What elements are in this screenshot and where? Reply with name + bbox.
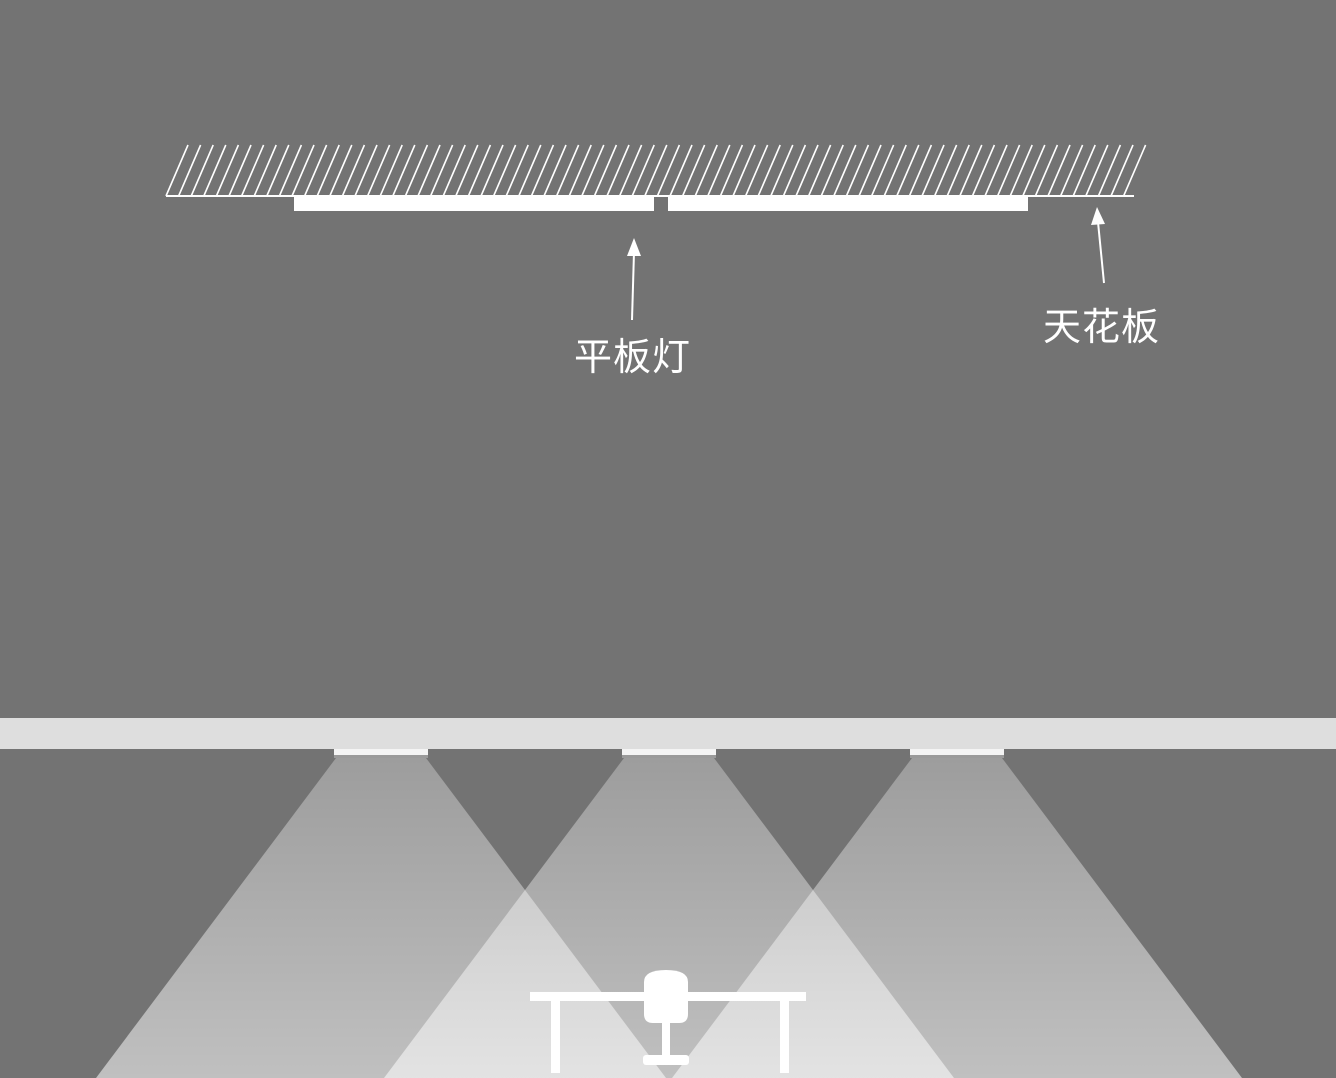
hatch-line: [984, 144, 1008, 197]
hatch-line: [215, 144, 240, 197]
hatch-line: [303, 144, 328, 197]
desk-leg-right: [780, 1001, 789, 1073]
light-beam-3: [672, 758, 1242, 1078]
hatch-line: [341, 144, 366, 197]
hatch-line: [518, 144, 542, 197]
hatch-line: [593, 144, 618, 197]
hatch-line: [291, 144, 315, 197]
hatch-line: [1047, 144, 1071, 197]
hatch-line: [1059, 144, 1084, 197]
chair-back: [644, 970, 688, 1023]
hatch-line: [1034, 144, 1059, 197]
hatch-line: [1022, 144, 1046, 197]
hatch-line: [669, 144, 693, 197]
hatch-line: [1110, 144, 1134, 197]
hatch-line: [1009, 144, 1033, 197]
hatch-line: [833, 144, 857, 197]
hatch-line: [1122, 144, 1147, 197]
hatch-line: [782, 144, 807, 197]
hatch-line: [329, 144, 353, 197]
hatch-line: [530, 144, 555, 197]
light-beams: [96, 758, 1242, 1078]
hatch-line: [971, 144, 996, 197]
ceiling-hatch: [165, 144, 1147, 197]
downlight-3: [910, 749, 1004, 758]
hatch-line: [505, 144, 529, 197]
hatch-line: [946, 144, 970, 197]
hatch-line: [266, 144, 290, 197]
panel-light-label: 平板灯: [574, 335, 692, 379]
hatch-line: [795, 144, 819, 197]
hatch-line: [757, 144, 781, 197]
hatch-line: [581, 144, 605, 197]
hatch-line: [908, 144, 933, 197]
hatch-line: [807, 144, 832, 197]
hatch-line: [190, 144, 214, 197]
downlight-2: [622, 749, 716, 758]
hatch-line: [555, 144, 580, 197]
hatch-line: [467, 144, 492, 197]
hatch-line: [366, 144, 391, 197]
ceiling-label: 天花板: [1043, 305, 1161, 349]
panel-light-right: [668, 197, 1028, 211]
hatch-line: [694, 144, 718, 197]
hatch-line: [429, 144, 454, 197]
hatch-line: [568, 144, 592, 197]
ceiling-slab: [0, 718, 1336, 749]
hatch-line: [177, 144, 202, 197]
hatch-line: [278, 144, 303, 197]
hatch-line: [442, 144, 466, 197]
hatch-line: [707, 144, 731, 197]
hatch-line: [681, 144, 706, 197]
hatch-line: [732, 144, 756, 197]
desk-and-chair: [530, 970, 806, 1073]
hatch-line: [480, 144, 504, 197]
hatch-line: [656, 144, 681, 197]
chair-seat: [643, 1055, 689, 1065]
hatch-line: [392, 144, 416, 197]
hatch-line: [455, 144, 479, 197]
desk-leg-left: [551, 1001, 560, 1073]
ceiling-arrow: [1091, 207, 1105, 284]
hatch-line: [379, 144, 403, 197]
hatch-line: [417, 144, 441, 197]
hatch-line: [870, 144, 895, 197]
hatch-line: [858, 144, 882, 197]
hatch-line: [354, 144, 378, 197]
hatch-line: [896, 144, 920, 197]
downlight-1: [334, 749, 428, 758]
hatch-line: [644, 144, 668, 197]
panel-light-arrow: [627, 238, 641, 321]
hatch-line: [404, 144, 429, 197]
hatch-line: [820, 144, 844, 197]
hatch-line: [744, 144, 769, 197]
hatch-line: [1097, 144, 1122, 197]
chair-stem: [662, 1023, 670, 1057]
hatch-line: [1085, 144, 1109, 197]
hatch-line: [921, 144, 945, 197]
hatch-line: [996, 144, 1021, 197]
hatch-line: [543, 144, 567, 197]
hatch-line: [1072, 144, 1096, 197]
hatch-line: [228, 144, 252, 197]
hatch-line: [845, 144, 870, 197]
hatch-line: [631, 144, 655, 197]
hatch-line: [253, 144, 277, 197]
hatch-line: [883, 144, 907, 197]
hatch-line: [165, 144, 189, 197]
hatch-line: [492, 144, 517, 197]
hatch-line: [618, 144, 643, 197]
hatch-line: [606, 144, 630, 197]
hatch-line: [316, 144, 340, 197]
hatch-line: [770, 144, 794, 197]
hatch-line: [933, 144, 958, 197]
panel-light-left: [294, 197, 654, 211]
hatch-line: [719, 144, 744, 197]
hatch-line: [240, 144, 265, 197]
hatch-line: [203, 144, 227, 197]
downlight-fixtures: [334, 749, 1004, 758]
hatch-line: [959, 144, 983, 197]
